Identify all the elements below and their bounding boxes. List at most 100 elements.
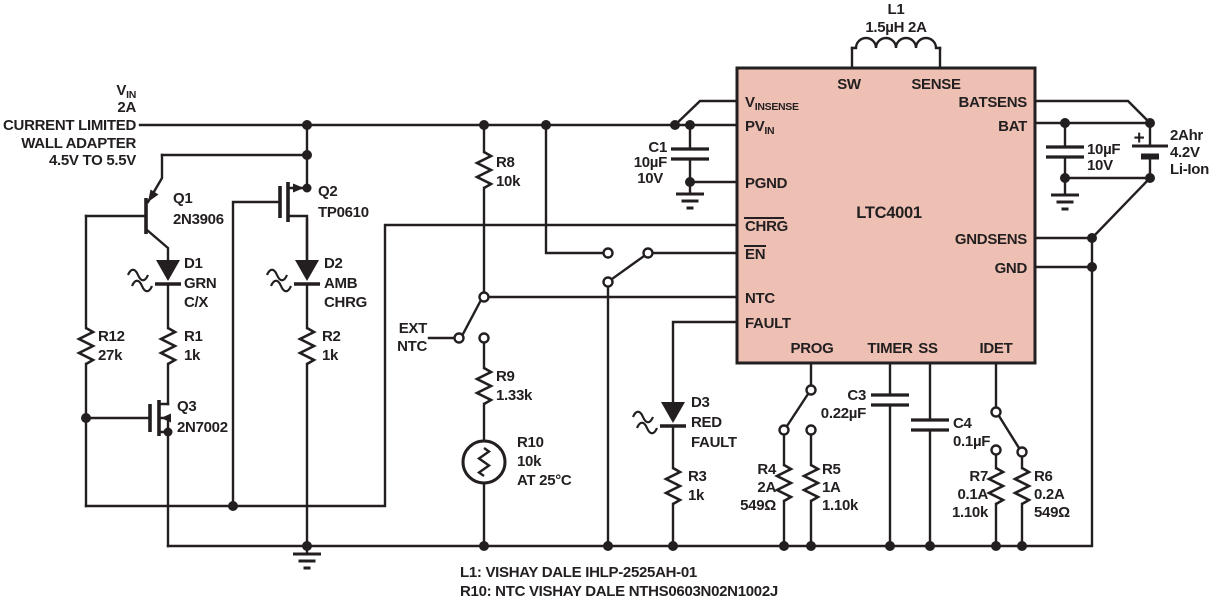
r1-symbol [159,326,177,366]
bat-cap-symbol [1044,145,1086,159]
capacitor-battery: 10µF 10V [1044,141,1121,174]
transistor-q1: Q1 2N3906 [144,189,224,234]
wire-ntc-arm [461,298,483,336]
en-switch-vin-contact [602,247,614,259]
r5-value: 1.10k [822,497,859,514]
junction-dot [541,120,551,130]
ntc-switch-int-contact [478,332,490,344]
junction-dot [670,120,680,130]
input-source-labels: VIN 2A CURRENT LIMITED WALL ADAPTER 4.5V… [3,82,137,169]
ext-ntc-label-1: EXT [399,320,427,337]
r1-value: 1k [184,347,201,364]
junction-dot [302,120,312,130]
capacitor-c1: C1 10µF 10V [634,139,711,187]
r9-value: 1.33k [496,387,533,404]
c3-symbol [869,393,911,407]
r3-ref: R3 [688,468,707,485]
l1-value: 1.5µH 2A [865,19,927,36]
q1-ref: Q1 [173,190,192,207]
pin-label-prog: PROG [791,340,834,357]
d1-squiggle-2 [130,279,154,293]
q3-body-arrow [161,413,171,423]
resistor-r8: R8 10k [475,150,521,190]
resistor-r3: R3 1k [664,466,707,506]
junction-dot [228,501,238,511]
q3-ref: Q3 [177,398,196,415]
r8-value: 10k [496,173,521,190]
ic-ltc4001: LTC4001 SW SENSE VINSENSE PVIN PGND CHRG… [735,66,1037,365]
wire-en-arm [610,254,646,281]
d3-symbol [658,400,688,428]
wire-en-vin-side [544,123,605,255]
r10-condition: AT 25°C [517,472,572,489]
r8-symbol [475,150,493,190]
pin-label-pvin: PVIN [745,118,774,137]
prog-switch-pole [805,384,817,396]
d2-squiggle-2 [269,279,293,293]
pin-label-batsens: BATSENS [959,94,1028,111]
note-l1: L1: VISHAY DALE IHLP-2525AH-01 [460,564,697,581]
junction-dot [1060,118,1070,128]
junction-dot [302,541,312,551]
wires [84,36,1152,548]
wire-q1-collector [145,228,170,262]
junction-dot [479,541,489,551]
wire-sw-sense-stubs [850,46,942,70]
switch-en [602,247,654,288]
vin-current-label: 2A [117,99,136,116]
r4-ref: R4 [757,461,777,478]
r4-current: 2A [757,479,776,496]
pin-label-vinsense: VINSENSE [745,94,799,113]
pin-label-ntc: NTC [745,290,775,307]
c1-voltage: 10V [637,170,663,187]
d2-ref: D2 [324,255,343,272]
junction-dot [885,541,895,551]
battery: + 2Ahr 4.2V Li-Ion [1132,127,1209,178]
junction-dot [603,541,613,551]
junction-dot [685,120,695,130]
junction-dots [81,118,1155,551]
r1-ref: R1 [184,328,203,345]
junction-dot [1087,262,1097,272]
junction-dot [81,413,91,423]
battery-plus-sign: + [1134,128,1145,149]
pin-label-fault: FAULT [745,315,791,332]
r3-value: 1k [688,487,705,504]
q3-part: 2N7002 [177,419,228,436]
d3-squiggle-2 [635,421,659,435]
c4-symbol [909,418,951,432]
input-line4: 4.5V TO 5.5V [49,152,136,169]
junction-dot [779,541,789,551]
ntc-switch-ext-contact [453,332,465,344]
c1-symbol [669,147,711,161]
r4-value: 549Ω [740,497,776,514]
pin-label-idet: IDET [980,340,1013,357]
wire-q1q2-supply [160,123,309,157]
notes: L1: VISHAY DALE IHLP-2525AH-01 R10: NTC … [460,564,778,600]
r2-value: 1k [322,347,339,364]
resistor-r9: R9 1.33k [475,366,533,406]
en-switch-pin-contact [642,247,654,259]
d3-squiggle-1 [631,410,655,424]
wire-q2-gate [231,200,282,508]
d3-ref: D3 [691,394,710,411]
junction-dot [1145,173,1155,183]
r3-symbol [664,466,682,506]
wire-q2-drain [287,214,309,262]
capacitor-c3: C3 0.22µF [821,387,911,422]
r7-value: 1.10k [952,504,989,521]
led-d2: D2 AMB CHRG [265,255,367,311]
r10-value: 10k [517,453,542,470]
r7-current: 0.1A [958,486,989,503]
d3-function: FAULT [691,434,737,451]
d2-color: AMB [324,275,358,292]
thermistor-r10: R10 10k AT 25°C [461,434,572,489]
pin-label-ss: SS [918,340,938,357]
prog-switch-r4-contact [778,424,790,436]
d2-squiggle-1 [265,268,289,282]
transistor-q2: Q2 TP0610 [278,182,369,222]
resistor-r4: R4 2A 549Ω [740,461,793,514]
resistor-r12: R12 27k [77,326,125,366]
d2-symbol [292,258,322,286]
r7-ref: R7 [969,468,988,485]
